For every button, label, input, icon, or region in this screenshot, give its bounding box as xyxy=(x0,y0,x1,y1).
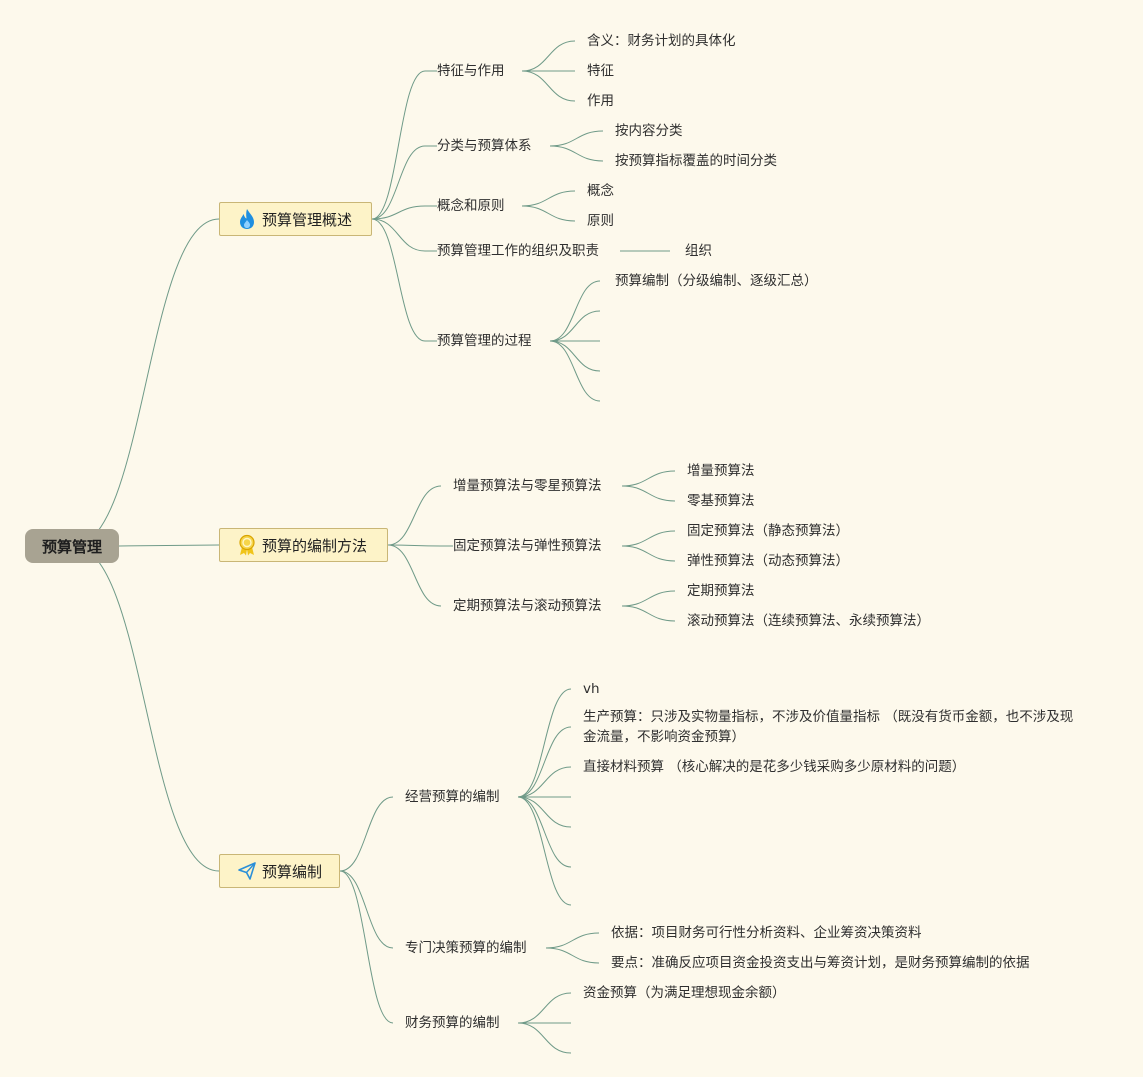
leaf-node[interactable]: 直接材料预算 （核心解决的是花多少钱采购多少原材料的问题） xyxy=(583,759,966,775)
connector-line xyxy=(549,340,601,402)
leaf-node[interactable]: 组织 xyxy=(685,243,712,259)
topic-node[interactable]: 专门决策预算的编制 xyxy=(405,940,527,956)
connector-line xyxy=(517,796,572,828)
connector-line xyxy=(371,145,426,220)
connector-line xyxy=(339,796,394,872)
leaf-node[interactable]: 零基预算法 xyxy=(687,493,755,509)
connector-line xyxy=(118,544,220,547)
connector-line xyxy=(621,530,676,547)
connector-line xyxy=(521,70,576,102)
connector-line xyxy=(517,688,572,798)
flame-icon xyxy=(236,208,258,230)
connector-line xyxy=(549,280,601,342)
branch-node-methods[interactable]: 预算的编制方法 xyxy=(219,528,388,562)
topic-node[interactable]: 固定预算法与弹性预算法 xyxy=(453,538,602,554)
connector-line xyxy=(517,1022,572,1054)
leaf-node[interactable]: 按预算指标覆盖的时间分类 xyxy=(615,153,777,169)
connector-line xyxy=(521,40,576,72)
connector-line xyxy=(517,726,572,798)
connector-line xyxy=(621,545,676,562)
leaf-node[interactable]: 滚动预算法（连续预算法、永续预算法） xyxy=(687,613,930,629)
root-connector xyxy=(72,218,220,547)
connector-line xyxy=(517,992,572,1024)
branch-label: 预算管理概述 xyxy=(262,210,353,229)
connector-line xyxy=(549,145,604,162)
award-badge-icon xyxy=(236,534,258,556)
connector-line xyxy=(387,485,442,546)
connector-line xyxy=(339,870,394,1024)
connector-line xyxy=(387,544,442,547)
connector-line xyxy=(371,205,426,220)
leaf-node[interactable]: 按内容分类 xyxy=(615,123,683,139)
topic-node[interactable]: 经营预算的编制 xyxy=(405,789,500,805)
leaf-node[interactable]: 作用 xyxy=(587,93,614,109)
leaf-node[interactable]: 要点：准确反应项目资金投资支出与筹资计划，是财务预算编制的依据 xyxy=(611,955,1030,971)
topic-node[interactable]: 特征与作用 xyxy=(437,63,505,79)
root-node[interactable]: 预算管理 xyxy=(25,529,119,563)
connector-line xyxy=(517,796,572,906)
topic-node[interactable]: 分类与预算体系 xyxy=(437,138,532,154)
topic-node[interactable]: 预算管理的过程 xyxy=(437,333,532,349)
connector-line xyxy=(545,932,600,949)
topic-node[interactable]: 增量预算法与零星预算法 xyxy=(453,478,602,494)
leaf-node[interactable]: 依据：项目财务可行性分析资料、企业筹资决策资料 xyxy=(611,925,922,941)
leaf-node[interactable]: 含义：财务计划的具体化 xyxy=(587,33,736,49)
branch-node-overview[interactable]: 预算管理概述 xyxy=(219,202,372,236)
connector-line xyxy=(549,310,601,342)
connector-line xyxy=(621,470,676,487)
connector-line xyxy=(549,130,604,147)
connector-line xyxy=(549,340,601,372)
leaf-node[interactable]: 原则 xyxy=(587,213,614,229)
leaf-node[interactable]: 固定预算法（静态预算法） xyxy=(687,523,849,539)
connector-line xyxy=(387,544,442,607)
leaf-node[interactable]: 特征 xyxy=(587,63,614,79)
leaf-node[interactable]: 生产预算：只涉及实物量指标，不涉及价值量指标 （既没有货币金额，也不涉及现金流量… xyxy=(583,709,1074,745)
leaf-node[interactable]: 资金预算（为满足理想现金余额） xyxy=(583,985,786,1001)
branch-node-compilation[interactable]: 预算编制 xyxy=(219,854,340,888)
connector-line xyxy=(371,70,426,220)
topic-node[interactable]: 预算管理工作的组织及职责 xyxy=(437,243,599,259)
leaf-node[interactable]: 定期预算法 xyxy=(687,583,755,599)
topic-node[interactable]: 定期预算法与滚动预算法 xyxy=(453,598,602,614)
topic-node[interactable]: 概念和原则 xyxy=(437,198,505,214)
branch-label: 预算的编制方法 xyxy=(262,536,368,555)
connector-line xyxy=(621,485,676,502)
connector-line xyxy=(621,605,676,622)
branch-label: 预算编制 xyxy=(262,862,323,881)
leaf-node[interactable]: 概念 xyxy=(587,183,614,199)
connector-line xyxy=(521,205,576,222)
root-connector xyxy=(72,545,220,872)
connector-line xyxy=(339,870,394,949)
leaf-node[interactable]: vh xyxy=(583,681,600,697)
paper-plane-icon xyxy=(236,860,258,882)
leaf-node[interactable]: 增量预算法 xyxy=(687,463,755,479)
connector-line xyxy=(517,766,572,798)
leaf-node[interactable]: 弹性预算法（动态预算法） xyxy=(687,553,849,569)
connector-line xyxy=(545,947,600,964)
connector-line xyxy=(621,590,676,607)
topic-node[interactable]: 财务预算的编制 xyxy=(405,1015,500,1031)
connector-line xyxy=(521,190,576,207)
connector-line xyxy=(371,218,426,342)
connector-line xyxy=(517,796,572,868)
leaf-node[interactable]: 预算编制（分级编制、逐级汇总） xyxy=(615,273,818,289)
connector-line xyxy=(371,218,426,252)
